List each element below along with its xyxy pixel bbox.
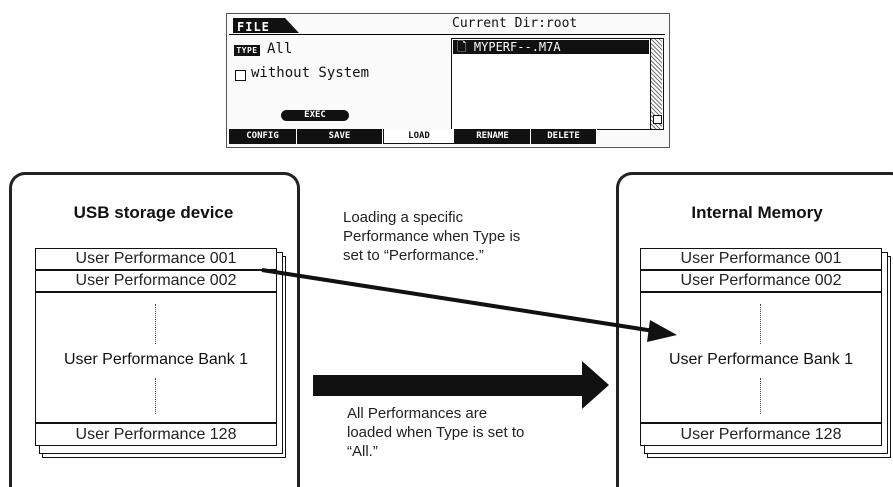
internal-slot-001: User Performance 001 [640, 248, 882, 270]
without-system-checkbox[interactable] [235, 70, 246, 81]
exec-button[interactable]: EXEC [281, 110, 349, 121]
specific-load-arrow-head [647, 320, 677, 342]
usb-slot-128: User Performance 128 [35, 423, 277, 446]
note-line: Performance when Type is [343, 228, 521, 245]
current-dir-label: Current Dir:root [452, 16, 578, 31]
usb-dots-upper [155, 304, 156, 344]
tab-save[interactable]: SAVE [297, 129, 383, 144]
type-value[interactable]: All [267, 41, 293, 57]
lcd-screen: FILE Current Dir:root TYPE All without S… [226, 13, 670, 148]
usb-bank-label: User Performance Bank 1 [63, 351, 249, 368]
all-load-arrow [313, 361, 609, 409]
all-load-note: All Performances are loaded when Type is… [347, 404, 577, 461]
file-list[interactable]: 🗋 MYPERF--.M7A [451, 38, 664, 130]
note-line: set to “Performance.” [343, 247, 484, 264]
lcd-tab-bar: CONFIG SAVE LOAD RENAME DELETE [229, 129, 665, 144]
note-line: All Performances are [347, 405, 488, 422]
internal-dots-lower [760, 378, 761, 414]
file-list-scrollbar[interactable] [650, 39, 662, 129]
note-line: loaded when Type is set to [347, 424, 525, 441]
internal-slot-002: User Performance 002 [640, 270, 882, 292]
file-icon: 🗋 [457, 40, 467, 54]
usb-panel-title: USB storage device [73, 203, 234, 222]
internal-bank-body [640, 292, 882, 423]
usb-bank-body [35, 292, 277, 423]
tab-delete[interactable]: DELETE [531, 129, 597, 144]
note-line: Loading a specific [343, 209, 464, 226]
file-title: FILE [237, 20, 270, 34]
internal-dots-upper [760, 304, 761, 344]
tab-load[interactable]: LOAD [383, 129, 455, 144]
tab-rename[interactable]: RENAME [455, 129, 531, 144]
note-line: “All.” [347, 443, 378, 460]
scrollbar-thumb[interactable] [653, 115, 662, 124]
usb-slot-001: User Performance 001 [35, 248, 277, 270]
specific-load-arrow-line [261, 268, 655, 333]
internal-panel-title: Internal Memory [691, 203, 823, 222]
tab-config[interactable]: CONFIG [229, 129, 297, 144]
file-name: MYPERF--.M7A [473, 40, 561, 54]
file-list-item[interactable]: 🗋 MYPERF--.M7A [453, 40, 649, 54]
file-title-tab [233, 18, 299, 33]
specific-load-note: Loading a specific Performance when Type… [343, 208, 563, 265]
type-badge: TYPE [234, 45, 260, 56]
title-divider [229, 34, 665, 35]
internal-slot-128: User Performance 128 [640, 423, 882, 446]
usb-slot-002: User Performance 002 [35, 270, 277, 292]
without-system-label: without System [251, 65, 370, 81]
usb-dots-lower [155, 378, 156, 414]
internal-bank-label: User Performance Bank 1 [668, 351, 854, 368]
